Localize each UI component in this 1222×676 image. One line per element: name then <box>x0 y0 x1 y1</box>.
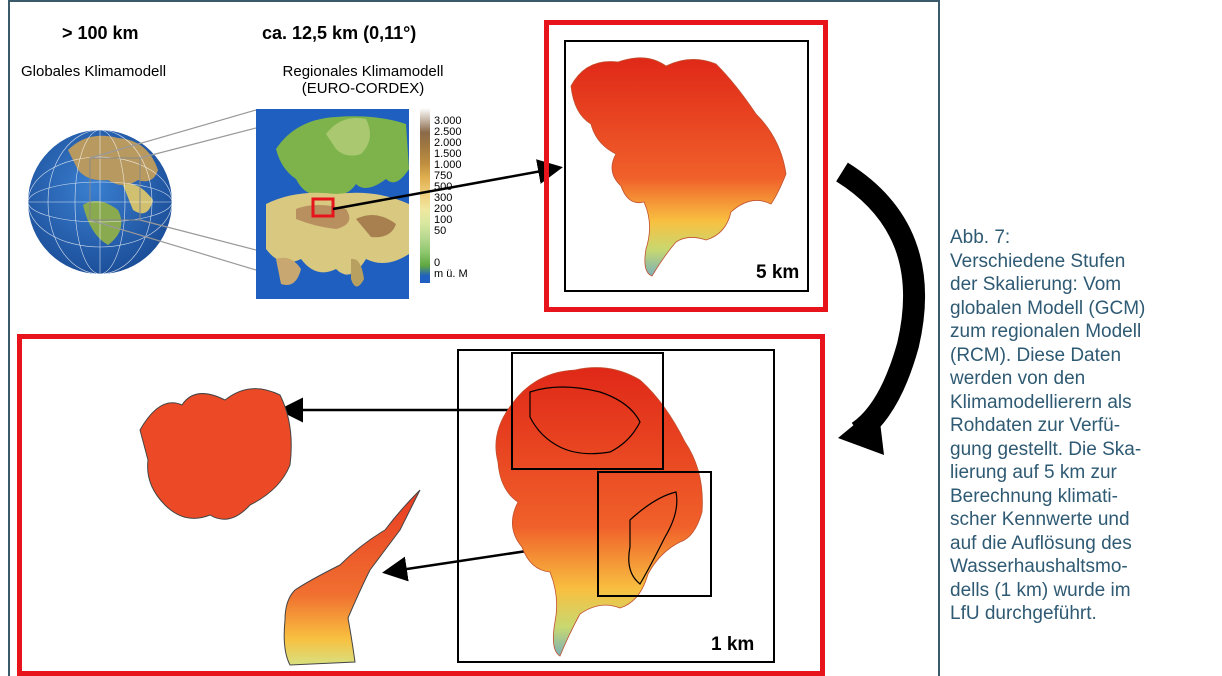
legend-value: 1.000 <box>434 159 462 171</box>
caption-line: dells (1 km) wurde im <box>950 579 1131 601</box>
legend-value: 100 <box>434 214 453 226</box>
rcm-resolution-label: ca. 12,5 km (0,11°) <box>262 23 417 43</box>
caption-line: werden von den <box>950 368 1086 389</box>
caption-line: auf die Auflösung des <box>950 532 1132 554</box>
panel-1km-highlight <box>17 334 825 676</box>
caption-line: Berechnung klimati- <box>950 485 1118 507</box>
legend-colorbar <box>420 108 430 283</box>
legend-unit: m ü. M <box>434 268 468 280</box>
catchment-lower-map <box>283 489 421 666</box>
legend-value: 0 <box>434 257 441 269</box>
rcm-name-line1: Regionales Klimamodell <box>282 63 444 80</box>
panel-1km-label: 1 km <box>711 634 755 655</box>
legend-value: 2.000 <box>434 137 462 149</box>
figure-frame <box>8 0 940 676</box>
caption-line: (RCM). Diese Daten <box>950 344 1122 366</box>
caption-line: Verschiedene Stufen <box>950 250 1126 272</box>
inset-upper-box <box>511 352 664 470</box>
caption-line: der Skalierung: Vom <box>950 274 1122 295</box>
bavaria-map-1km <box>495 367 703 657</box>
gcm-resolution-label: > 100 km <box>62 23 139 43</box>
legend-value: 500 <box>434 181 453 193</box>
caption-line: Abb. 7: <box>950 227 1011 248</box>
legend-value: 1.500 <box>434 148 462 160</box>
caption-line: gung gestellt. Die Ska- <box>950 438 1142 460</box>
legend-value: 2.500 <box>434 126 462 138</box>
rcm-name-label: Regionales Klimamodell (EURO-CORDEX) <box>258 63 468 97</box>
caption-line: Rohdaten zur Verfü- <box>950 415 1121 436</box>
panel-5km-box <box>564 40 809 292</box>
caption-line: scher Kennwerte und <box>950 509 1130 530</box>
catchment-upper-map <box>139 388 292 520</box>
gcm-name-label: Globales Klimamodell <box>21 63 167 80</box>
figure-caption: Abb. 7: Verschiedene Stufen der Skalieru… <box>950 226 1220 626</box>
bavaria-map-5km <box>570 57 787 277</box>
caption-line: lierung auf 5 km zur <box>950 462 1117 483</box>
inset-lower-box <box>597 471 712 597</box>
legend-value: 3.000 <box>434 115 462 127</box>
panel-5km-label: 5 km <box>756 262 800 283</box>
panel-5km-highlight <box>544 20 828 312</box>
caption-line: Wasserhaushaltsmo- <box>950 556 1128 577</box>
caption-line: zum regionalen Modell <box>950 321 1142 342</box>
caption-line: Klimamodellierern als <box>950 391 1132 413</box>
caption-line: globalen Modell (GCM) <box>950 297 1146 319</box>
globe-image <box>27 109 257 275</box>
legend-value: 750 <box>434 170 453 182</box>
panel-1km-box <box>457 349 775 663</box>
legend-value: 300 <box>434 192 453 204</box>
caption-line: LfU durchgeführt. <box>950 603 1097 624</box>
europe-map <box>256 109 409 299</box>
legend-value: 200 <box>434 203 453 215</box>
rcm-name-line2: (EURO-CORDEX) <box>301 80 425 97</box>
legend-value: 50 <box>434 225 447 237</box>
